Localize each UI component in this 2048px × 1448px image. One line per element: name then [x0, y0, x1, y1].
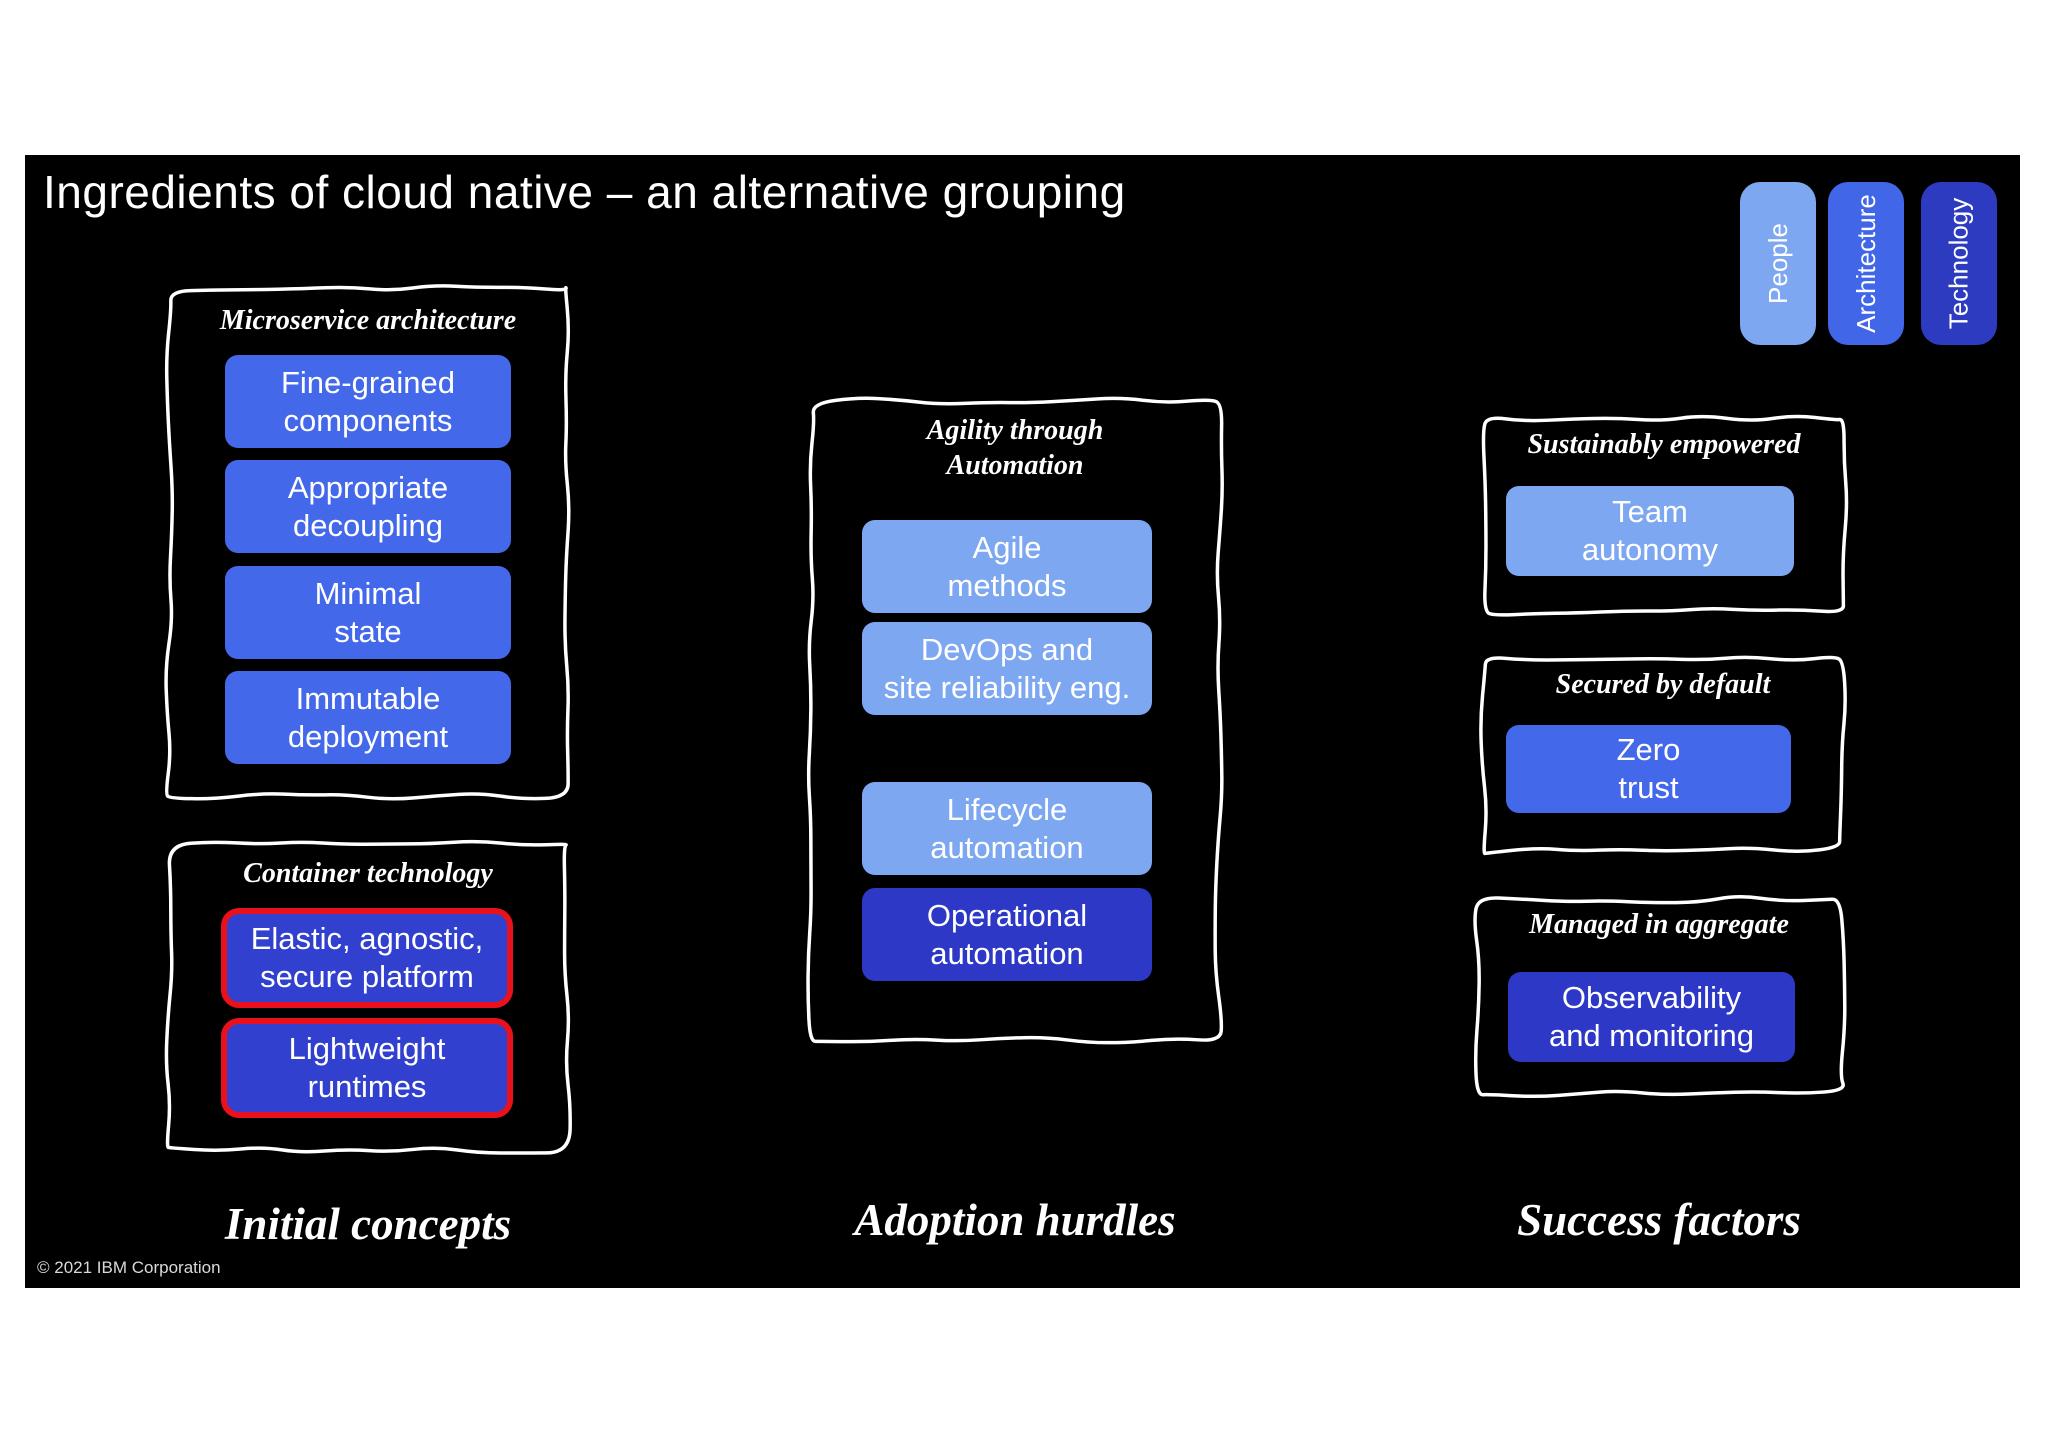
group-title-microservice-architecture: Microservice architecture [219, 305, 517, 336]
copyright-notice: © 2021 IBM Corporation [37, 1258, 221, 1277]
card-operational-automation: Operational automation [862, 888, 1152, 981]
card-observability-and-monitoring: Observability and monitoring [1508, 972, 1795, 1062]
group-title-managed-in-aggregate: Managed in aggregate [1529, 909, 1789, 940]
group-secured-by-default: Secured by default Zero trust [1478, 653, 1848, 856]
card-appropriate-decoupling: Appropriate decoupling [225, 460, 511, 553]
column-footer-adoption-hurdles: Adoption hurdles [854, 1195, 1176, 1245]
group-title-sustainably-empowered: Sustainably empowered [1527, 429, 1801, 460]
card-zero-trust: Zero trust [1506, 725, 1791, 813]
hand-drawn-border [1481, 414, 1849, 617]
hand-drawn-border [1479, 655, 1847, 856]
hand-drawn-border [164, 284, 571, 801]
card-lightweight-runtimes: Lightweight runtimes [221, 1018, 513, 1118]
slide-canvas: Ingredients of cloud native – an alterna… [25, 155, 2020, 1288]
group-title-secured-by-default: Secured by default [1555, 669, 1771, 700]
hand-drawn-border [164, 839, 572, 1155]
tab-people-label: People [1762, 223, 1793, 304]
card-elastic-agnostic-secure-platform: Elastic, agnostic, secure platform [221, 908, 513, 1008]
group-title-agility-through-automation: Agility through Automation [926, 415, 1104, 481]
card-immutable-deployment: Immutable deployment [225, 671, 511, 764]
group-title-container-technology: Container technology [243, 858, 493, 889]
card-agile-methods: Agile methods [862, 520, 1152, 613]
card-fine-grained-components: Fine-grained components [225, 355, 511, 448]
hand-drawn-border [806, 396, 1224, 1045]
group-microservice-architecture: Microservice architecture Fine-grained c… [163, 283, 573, 803]
card-team-autonomy: Team autonomy [1506, 486, 1794, 576]
tab-technology-label: Technology [1943, 197, 1974, 330]
card-lifecycle-automation: Lifecycle automation [862, 782, 1152, 875]
card-devops-site-reliability: DevOps and site reliability eng. [862, 622, 1152, 715]
tab-architecture-label: Architecture [1850, 194, 1881, 333]
card-minimal-state: Minimal state [225, 566, 511, 659]
column-footer-initial-concepts: Initial concepts [224, 1199, 512, 1249]
slide-title: Ingredients of cloud native – an alterna… [43, 166, 1126, 218]
tab-technology[interactable]: Technology [1921, 182, 1997, 345]
tab-architecture[interactable]: Architecture [1828, 182, 1904, 345]
column-footer-success-factors: Success factors [1517, 1195, 1801, 1245]
group-managed-in-aggregate: Managed in aggregate Observability and m… [1470, 893, 1848, 1100]
group-agility-through-automation: Agility through Automation Agile methods… [805, 395, 1225, 1045]
tab-people[interactable]: People [1740, 182, 1816, 345]
group-sustainably-empowered: Sustainably empowered Team autonomy [1478, 413, 1850, 618]
group-container-technology: Container technology Elastic, agnostic, … [163, 838, 573, 1156]
hand-drawn-border [1473, 895, 1847, 1099]
